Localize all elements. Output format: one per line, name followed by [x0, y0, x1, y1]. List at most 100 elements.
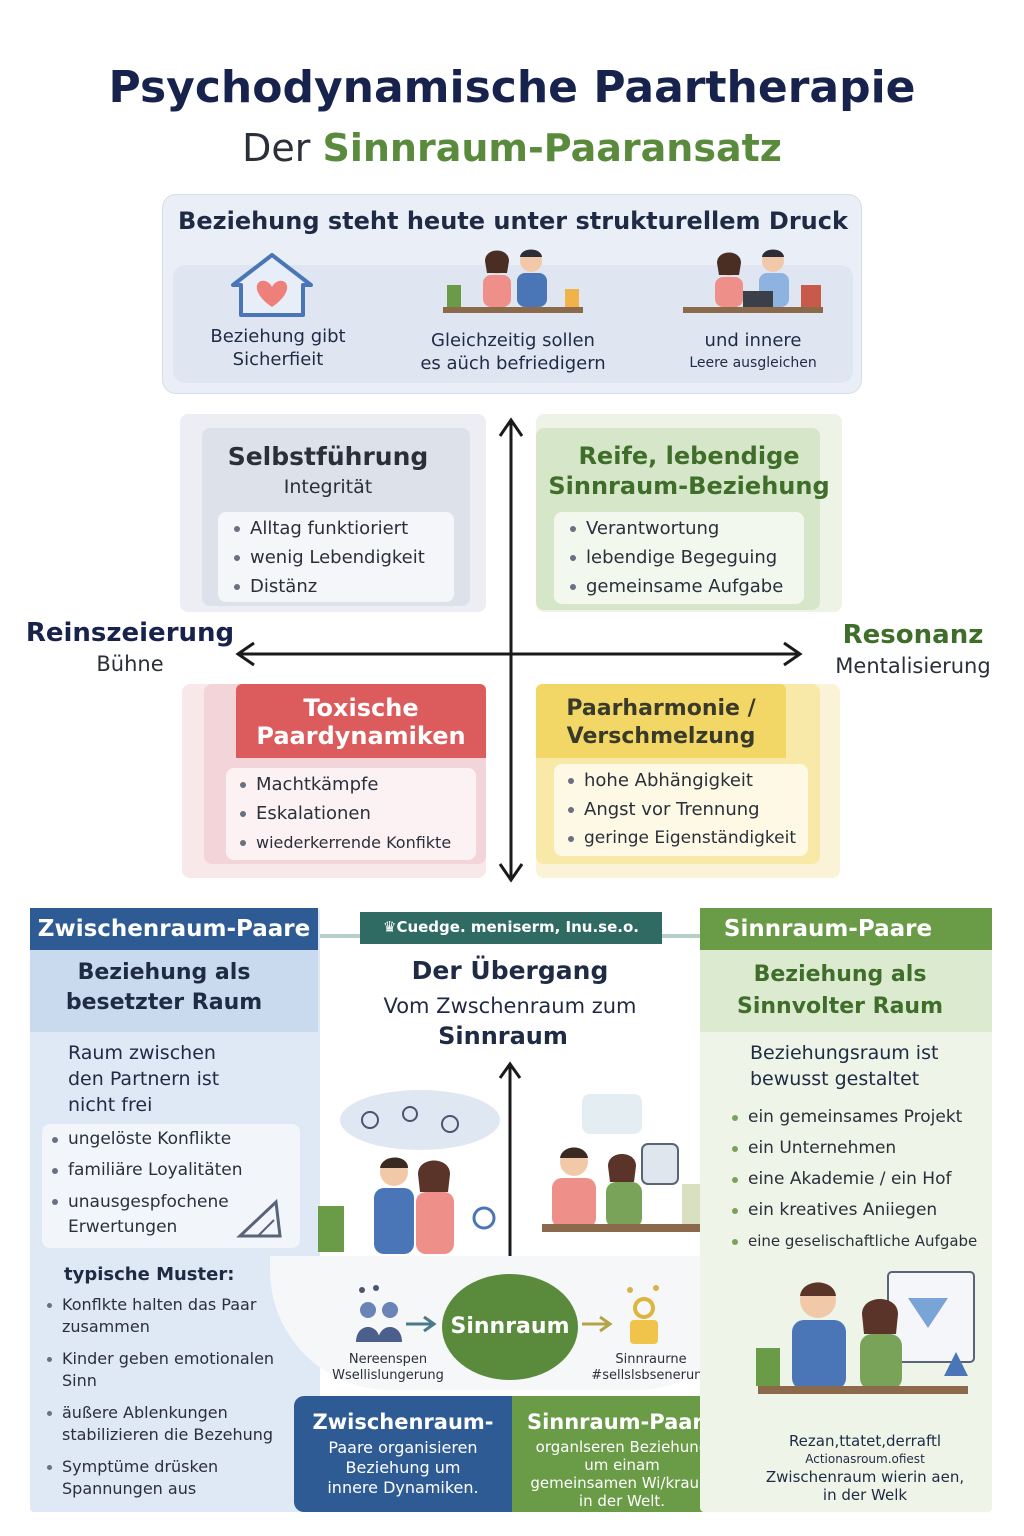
- summary-left-box: [294, 1396, 512, 1512]
- list-item: Machtkämpfe: [236, 770, 476, 799]
- list-item: ein kreatives Aniiegen: [728, 1195, 992, 1226]
- list-item: eine geselischaftliche Aufgabe: [728, 1226, 992, 1257]
- left-intro-line: nicht frei: [68, 1094, 153, 1116]
- center-banner: [360, 912, 662, 944]
- list-item: Kinder geben emotionalen Sinn: [44, 1348, 304, 1392]
- left-patterns-list: Konflkte halten das Paar zusammen Kinder…: [44, 1294, 304, 1510]
- list-item: Distänz: [230, 572, 454, 601]
- list-item: ungelöste Konflikte: [48, 1124, 300, 1155]
- left-items-list: ungelöste Konflikte familiäre Loyalitäte…: [42, 1124, 300, 1248]
- list-item: Verantwortung: [566, 514, 804, 543]
- sinnraum-circle: [442, 1274, 578, 1380]
- list-item: eine Akademie / ein Hof: [728, 1164, 992, 1195]
- pressure-item-emptiness: und innere Leere ausgleichen: [653, 245, 853, 381]
- right-items-list: ein gemeinsames Projekt ein Unternehmen …: [728, 1102, 992, 1257]
- couple-conflict-illustration: [318, 1090, 500, 1254]
- quadrant-mature-relationship: Reife, lebendige Sinnraum-Beziehung Vera…: [536, 428, 830, 610]
- quadrant-self-leadership: Selbstführung Integrität Alltag funktior…: [202, 428, 470, 606]
- flow-right-caption: Sinnraurne #sellslsbsenerung: [576, 1352, 726, 1384]
- quadrant-tr-list: Verantwortung lebendige Begeguing gemein…: [554, 512, 804, 604]
- quadrant-br-title-1: Paarharmonie /: [566, 696, 756, 721]
- pressure-box: Beziehung steht heute unter strukturelle…: [162, 194, 862, 394]
- right-panel-heading-band: [700, 950, 992, 1032]
- summary-right-line: organlseren Beziehung: [535, 1438, 709, 1456]
- pressure-caption-2b: es aüch befriedigern: [420, 353, 606, 374]
- list-item: ein gemeinsames Projekt: [728, 1102, 992, 1133]
- subtitle-highlight: Sinnraum-Paaransatz: [322, 126, 782, 170]
- ruler-triangle-icon: [236, 1198, 282, 1238]
- flow-right-caption-line: Sinnraurne: [615, 1352, 687, 1367]
- summary-left-text: Paare organisieren Beziehung um innere D…: [294, 1438, 512, 1498]
- quadrant-tl-list: Alltag funktioriert wenig Lebendigkeit D…: [218, 512, 454, 602]
- subtitle-prefix: Der: [242, 126, 311, 170]
- left-intro-line: den Partnern ist: [68, 1068, 220, 1090]
- pressure-item-security: Beziehung gibt Sicherfieit: [183, 251, 383, 381]
- center-line: Vom Zwschenraum zum: [383, 994, 637, 1018]
- sinnraum-circle-label: Sinnraum: [450, 1314, 570, 1339]
- summary-right-line: gemeinsamen Wi/kraum: [530, 1474, 714, 1492]
- quadrant-tr-title-1: Reife, lebendige: [578, 442, 800, 470]
- list-item: äußere Ablenkungen stabilizieren die Bez…: [44, 1402, 304, 1446]
- left-panel-title: Zwischenraum-Paare: [37, 916, 311, 942]
- tension-couple-icon: [356, 1285, 402, 1342]
- couple-laptop-icon: [683, 249, 823, 313]
- quadrant-tl-subtitle: Integrität: [283, 476, 373, 498]
- pressure-caption-3a: und innere: [704, 330, 802, 351]
- couple-project-illustration: [756, 1271, 975, 1394]
- flow-arrow-icon: [582, 1315, 613, 1333]
- right-panel: Sinnraum-Paare Beziehung als Sinnvolter …: [700, 908, 992, 1512]
- right-caption-line: Actionasroum.ofiest: [805, 1452, 925, 1466]
- left-heading-1: Beziehung als: [77, 960, 251, 985]
- left-intro: Raum zwischen den Partnern ist nicht fre…: [68, 1040, 308, 1118]
- quadrant-bl-title-1: Toxische: [303, 694, 419, 722]
- pressure-caption-3b: Leere ausgleichen: [689, 355, 817, 371]
- list-item: gemeinsame Aufgabe: [566, 572, 804, 601]
- axis-left-label: Reinszeierung: [25, 618, 235, 648]
- right-caption: Rezan,ttatet,derraftl Actionasroum.ofies…: [740, 1432, 990, 1504]
- left-panel-heading-band: [30, 950, 318, 1032]
- list-item: Konflkte halten das Paar zusammen: [44, 1294, 304, 1338]
- quadrant-axes: [235, 417, 803, 883]
- quadrant-tl-title: Selbstführung: [227, 442, 429, 471]
- summary-right-title: Sinnraum-Paare: [526, 1410, 718, 1434]
- list-item: unausgespfochene Erwertungen: [48, 1186, 300, 1240]
- list-item: lebendige Begeguing: [566, 543, 804, 572]
- summary-right-line: in der Welt.: [578, 1492, 666, 1510]
- right-caption-line: Zwischenraum wierin aen,: [765, 1468, 965, 1486]
- center-bold: Sinnraum: [438, 1022, 568, 1050]
- page-title: Psychodynamische Paartherapie: [108, 62, 916, 113]
- quadrant-br-header: [536, 684, 786, 758]
- left-heading-2: besetzter Raum: [65, 990, 263, 1015]
- quadrant-toxic-dynamics: Toxische Paardynamiken Machtkämpfe Eskal…: [204, 684, 486, 864]
- summary-left-title: Zwischenraum-: [312, 1410, 494, 1434]
- flow-left-caption: Nereenspen Wsellislungerung: [318, 1352, 458, 1384]
- flow-right-caption-line: #sellslsbsenerung: [591, 1368, 711, 1383]
- list-item: hohe Abhängigkeit: [564, 766, 808, 795]
- couple-table-icon: [443, 249, 583, 313]
- summary-right-text: organlseren Beziehung um einam gemeinsam…: [512, 1438, 732, 1510]
- page-subtitle: Der Sinnraum-Paaransatz: [0, 126, 1024, 170]
- list-item: wiederkerrende Konfikte: [236, 828, 476, 857]
- list-item: ein Unternehmen: [728, 1133, 992, 1164]
- summary-left-line: innere Dynamiken.: [327, 1478, 479, 1497]
- quadrant-tr-title-2: Sinnraum-Beziehung: [548, 472, 830, 500]
- flow-left-caption-line: Wsellislungerung: [332, 1368, 444, 1383]
- flow-left-caption-line: Nereenspen: [348, 1352, 428, 1367]
- right-caption-line: Rezan,ttatet,derraftl: [788, 1432, 942, 1450]
- summary-left-line: Paare organisieren: [328, 1438, 478, 1457]
- list-item: Alltag funktioriert: [230, 514, 454, 543]
- pressure-caption-2a: Gleichzeitig sollen: [431, 330, 595, 351]
- axis-left-sub: Bühne: [96, 652, 164, 676]
- summary-left-line: Beziehung um: [345, 1458, 461, 1477]
- right-panel-header: [700, 908, 992, 950]
- center-up-arrow: [498, 1061, 522, 1256]
- quadrant-bl-list: Machtkämpfe Eskalationen wiederkerrende …: [226, 768, 476, 860]
- center-banner-text: ♛Cuedge. meniserm, Inu.se.o.: [383, 918, 639, 936]
- pressure-item-satisfaction: Gleichzeitig sollen es aüch befriedigern: [413, 245, 613, 381]
- center-heading: Der Übergang: [411, 956, 609, 985]
- right-heading-1: Beziehung als: [753, 962, 927, 987]
- left-intro-line: Raum zwischen: [68, 1042, 216, 1064]
- left-panel: Zwischenraum-Paare Beziehung als besetzt…: [30, 908, 320, 1512]
- flow-arrow-icon: [406, 1315, 437, 1333]
- right-heading-2: Sinnvolter Raum: [736, 994, 944, 1019]
